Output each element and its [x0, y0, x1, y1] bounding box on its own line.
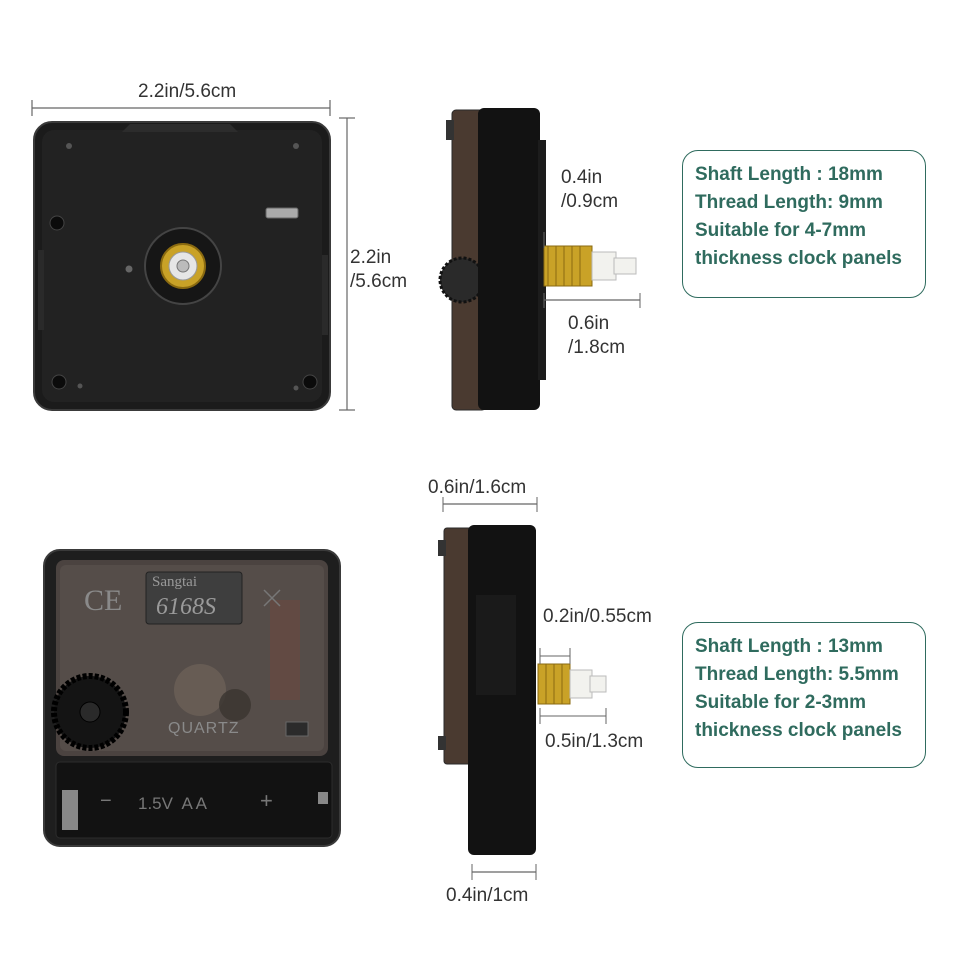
top-height-label-1: 2.2in	[350, 247, 392, 268]
ce-mark: CE	[84, 584, 123, 617]
brand-label: Sangtai	[152, 574, 197, 590]
battery-minus: −	[100, 790, 112, 812]
bottom-thread-length: Thread Length: 5.5mm	[695, 664, 899, 685]
top-suitable-line2: thickness clock panels	[695, 248, 902, 269]
top-shaft-label-1: 0.6in	[568, 313, 610, 334]
bottom-thread-label: 0.2in/0.55cm	[543, 606, 652, 627]
top-depth-label-2: /0.9cm	[561, 191, 619, 212]
bottom-shaft-length: Shaft Length : 13mm	[695, 636, 883, 657]
bottom-suitable-line1: Suitable for 2-3mm	[695, 692, 867, 713]
top-shaft-length: Shaft Length : 18mm	[695, 164, 883, 185]
quartz-label: QUARTZ	[168, 720, 240, 737]
top-height-label-2: /5.6cm	[350, 271, 408, 292]
top-width-label: 2.2in/5.6cm	[138, 81, 237, 102]
bottom-body-width-label: 0.6in/1.6cm	[428, 477, 527, 498]
bottom-shaft-label: 0.5in/1.3cm	[545, 731, 644, 752]
top-thread-length: Thread Length: 9mm	[695, 192, 883, 213]
top-suitable-line1: Suitable for 4-7mm	[695, 220, 867, 241]
bottom-spec-box: Shaft Length : 13mm Thread Length: 5.5mm…	[682, 622, 926, 768]
model-label: 6168S	[156, 594, 216, 620]
bottom-base-label: 0.4in/1cm	[446, 885, 529, 906]
top-shaft-label-2: /1.8cm	[568, 337, 626, 358]
top-depth-label-1: 0.4in	[561, 167, 603, 188]
battery-label: 1.5V A A	[138, 794, 208, 813]
battery-plus: +	[260, 788, 273, 813]
bottom-suitable-line2: thickness clock panels	[695, 720, 902, 741]
top-spec-box: Shaft Length : 18mm Thread Length: 9mm S…	[682, 150, 926, 298]
